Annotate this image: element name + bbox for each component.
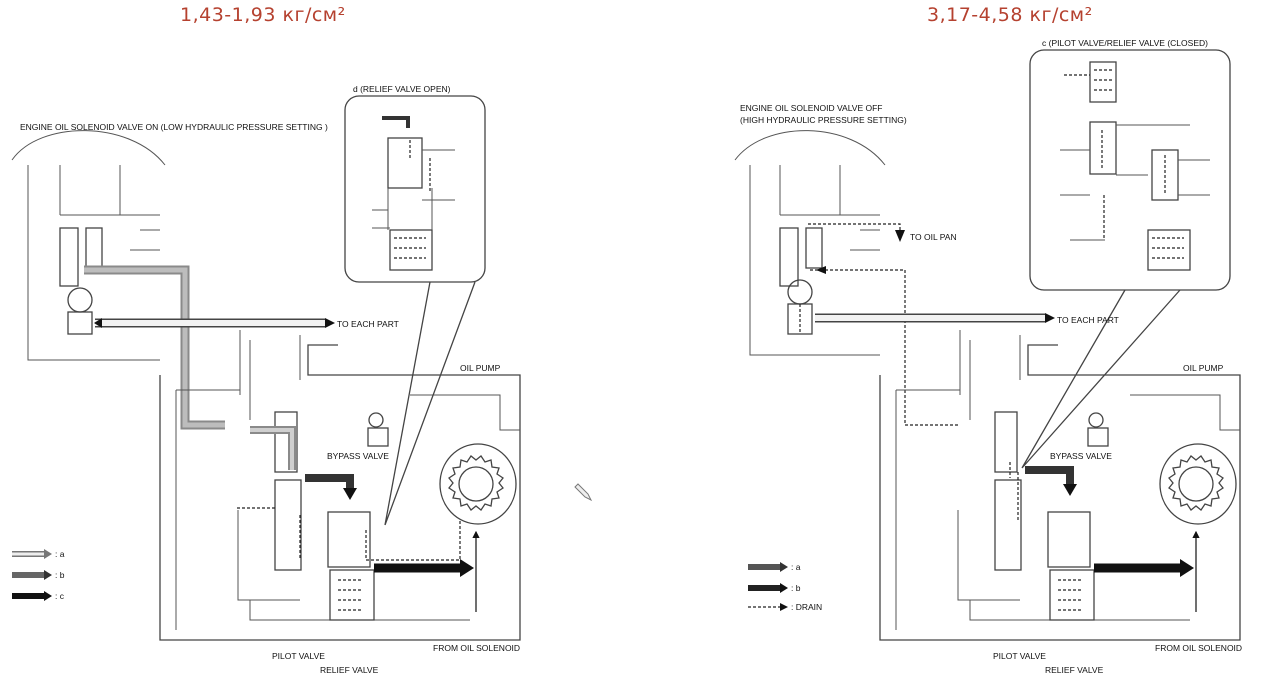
pressure-range-high: 3,17-4,58 кг/см²: [927, 4, 1093, 26]
left-bypass-valve-label: BYPASS VALVE: [327, 451, 389, 461]
left-oil-pump-label: OIL PUMP: [460, 363, 501, 373]
right-callout-label: c (PILOT VALVE/RELIEF VALVE (CLOSED): [1042, 38, 1208, 48]
right-heading-line1: ENGINE OIL SOLENOID VALVE OFF: [740, 103, 883, 113]
left-callout-label: d (RELIEF VALVE OPEN): [353, 84, 451, 94]
right-relief-valve-label: RELIEF VALVE: [1045, 665, 1104, 675]
pressure-range-low: 1,43-1,93 кг/см²: [180, 4, 346, 26]
left-legend-a: : a: [55, 549, 65, 559]
right-legend-drain: : DRAIN: [791, 602, 822, 612]
right-legend-b: : b: [791, 583, 801, 593]
right-to-each-part: TO EACH PART: [1057, 315, 1119, 325]
left-from-oil-solenoid: FROM OIL SOLENOID: [433, 643, 520, 653]
right-oil-pump-label: OIL PUMP: [1183, 363, 1224, 373]
right-heading-line2: (HIGH HYDRAULIC PRESSURE SETTING): [740, 115, 907, 125]
left-diagram: [11, 95, 521, 641]
right-bypass-valve-label: BYPASS VALVE: [1050, 451, 1112, 461]
left-relief-valve-label: RELIEF VALVE: [320, 665, 379, 675]
left-to-each-part: TO EACH PART: [337, 319, 399, 329]
pencil-cursor-icon: [574, 483, 593, 502]
left-pilot-valve-label: PILOT VALVE: [272, 651, 325, 661]
left-legend-c: : c: [55, 591, 65, 601]
right-legend-a: : a: [791, 562, 801, 572]
right-diagram: [734, 49, 1241, 641]
right-pilot-valve-label: PILOT VALVE: [993, 651, 1046, 661]
right-to-oil-pan: TO OIL PAN: [910, 232, 957, 242]
left-heading: ENGINE OIL SOLENOID VALVE ON (LOW HYDRAU…: [20, 122, 328, 132]
left-legend-b: : b: [55, 570, 65, 580]
right-from-oil-solenoid: FROM OIL SOLENOID: [1155, 643, 1242, 653]
